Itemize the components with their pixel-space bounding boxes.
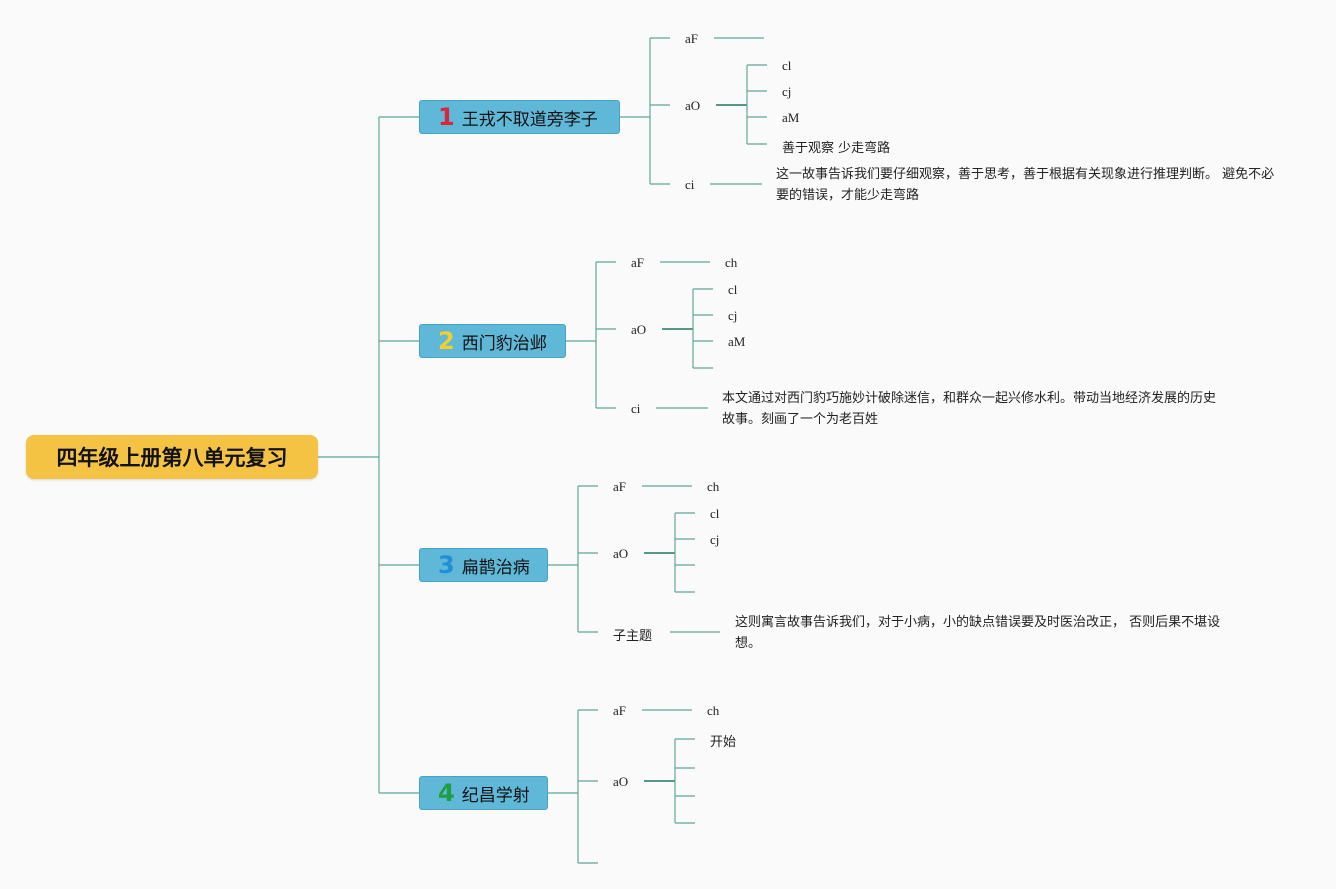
topic-3[interactable]: 3 扁鹊治病 — [419, 548, 548, 582]
topic-4[interactable]: 4 纪昌学射 — [419, 776, 548, 810]
topic-number-badge: 3 — [438, 551, 455, 579]
topic-3-row3-label[interactable]: 子主题 — [613, 629, 653, 644]
topic-2-row2-label[interactable]: aO — [631, 322, 647, 337]
topic-2-note[interactable]: 本文通过对西门豹巧施妙计破除迷信，和群众一起兴修水利。带动当地经济发展的历史故事… — [722, 391, 1217, 427]
topic-4-sub-item[interactable]: 开始 — [710, 735, 737, 750]
topic-2-sub-item[interactable]: aM — [728, 334, 746, 349]
topic-2-row3-label[interactable]: ci — [631, 401, 641, 416]
root-title: 四年级上册第八单元复习 — [56, 446, 288, 470]
topic-3-row1-label[interactable]: aF — [613, 479, 626, 494]
topic-1-row1-label[interactable]: aF — [685, 31, 698, 46]
topic-2-row1-value[interactable]: ch — [725, 255, 738, 270]
topic-1-row3-label[interactable]: ci — [685, 177, 695, 192]
topic-1-sub-item[interactable]: 善于观察 少走弯路 — [782, 141, 891, 156]
topic-title: 扁鹊治病 — [461, 557, 530, 578]
topic-4-row1-label[interactable]: aF — [613, 703, 626, 718]
topic-number-badge: 1 — [438, 103, 455, 131]
topic-2-sub-item[interactable]: cl — [728, 282, 738, 297]
topic-number-badge: 2 — [438, 327, 455, 355]
topic-3-sub-item[interactable]: cj — [710, 532, 720, 547]
topic-title: 纪昌学射 — [461, 785, 530, 806]
topic-4-row1-value[interactable]: ch — [707, 703, 720, 718]
topic-3-note[interactable]: 这则寓言故事告诉我们，对于小病，小的缺点错误要及时医治改正， 否则后果不堪设想。 — [735, 615, 1221, 651]
topic-1-sub-item[interactable]: aM — [782, 110, 800, 125]
topic-3-sub-item[interactable]: cl — [710, 506, 720, 521]
topic-2-sub-item[interactable]: cj — [728, 308, 738, 323]
topic-1-sub-item[interactable]: cl — [782, 58, 792, 73]
topic-title: 西门豹治邺 — [461, 333, 547, 354]
topic-3-row2-label[interactable]: aO — [613, 546, 629, 561]
topic-1-note[interactable]: 这一故事告诉我们要仔细观察，善于思考，善于根据有关现象进行推理判断。 避免不必要… — [776, 167, 1275, 203]
topic-3-row1-value[interactable]: ch — [707, 479, 720, 494]
topic-1-sub-item[interactable]: cj — [782, 84, 792, 99]
root-topic[interactable]: 四年级上册第八单元复习 — [26, 435, 318, 479]
topic-1-row2-label[interactable]: aO — [685, 98, 701, 113]
topic-4-row2-label[interactable]: aO — [613, 774, 629, 789]
topic-number-badge: 4 — [438, 779, 455, 807]
topic-2-row1-label[interactable]: aF — [631, 255, 644, 270]
topic-2[interactable]: 2 西门豹治邺 — [419, 324, 566, 358]
topic-1[interactable]: 1 王戎不取道旁李子 — [419, 100, 620, 134]
topic-title: 王戎不取道旁李子 — [461, 109, 598, 130]
